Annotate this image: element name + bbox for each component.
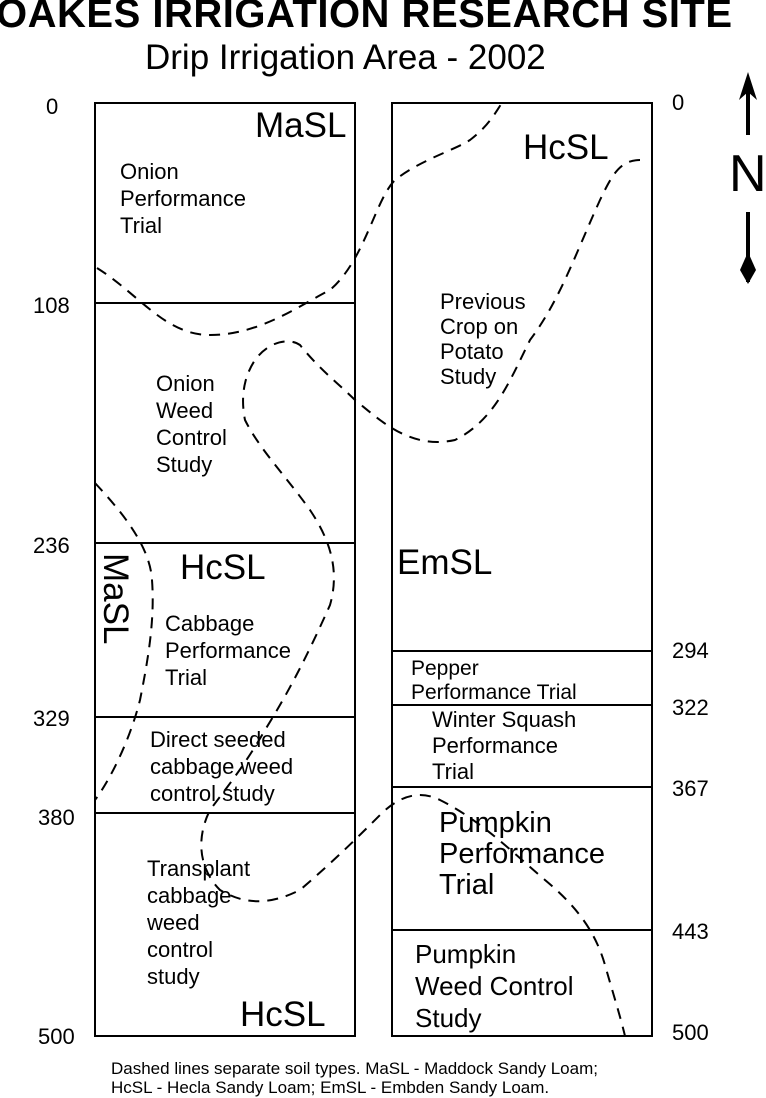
- page-subtitle: Drip Irrigation Area - 2002: [145, 38, 546, 77]
- plot-onion-performance-trial: Onion Performance Trial: [120, 159, 246, 238]
- left-tick-0: 0: [46, 94, 59, 119]
- soil-label-emsl: EmSL: [397, 543, 493, 582]
- soil-label-hcsl-left: HcSL: [180, 548, 266, 587]
- plot-winter-squash-performance-trial: Winter Squash Performance Trial: [432, 707, 577, 784]
- left-tick-236: 236: [33, 533, 70, 558]
- plot-pepper-performance-trial: Pepper Performance Trial: [411, 657, 577, 704]
- soil-label-masl-vertical: MaSL: [96, 553, 135, 645]
- plot-direct-seeded-cabbage: Direct seeded cabbage weed control study: [150, 727, 294, 806]
- right-column-outline: [391, 102, 653, 1037]
- soil-label-hcsl-bottom: HcSL: [240, 995, 326, 1034]
- soil-label-masl-top: MaSL: [255, 106, 347, 145]
- right-tick-322: 322: [672, 695, 709, 720]
- left-tick-329: 329: [33, 706, 70, 731]
- north-arrow-icon: [739, 72, 757, 284]
- left-tick-380: 380: [38, 805, 75, 830]
- left-column-outline: [94, 102, 356, 1037]
- plot-pumpkin-weed-control-study: Pumpkin Weed Control Study: [415, 939, 574, 1033]
- right-tick-0: 0: [672, 90, 685, 115]
- right-tick-367: 367: [672, 776, 709, 801]
- plot-previous-crop-on-potato: Previous Crop on Potato Study: [440, 289, 526, 389]
- plot-cabbage-performance-trial: Cabbage Performance Trial: [165, 611, 291, 690]
- soil-label-hcsl-right: HcSL: [523, 128, 609, 167]
- soil-boundary-masl-left: [94, 482, 154, 801]
- left-tick-500: 500: [38, 1024, 75, 1049]
- plot-onion-weed-control-study: Onion Weed Control Study: [156, 371, 227, 477]
- page-title: OAKES IRRIGATION RESEARCH SITE: [0, 0, 733, 36]
- plot-transplant-cabbage: Transplant cabbage weed control study: [147, 856, 251, 989]
- soil-boundary-top: [96, 102, 503, 337]
- footnote: Dashed lines separate soil types. MaSL -…: [111, 1059, 598, 1097]
- plot-pumpkin-performance-trial: Pumpkin Performance Trial: [439, 807, 606, 901]
- left-tick-108: 108: [33, 293, 70, 318]
- right-tick-294: 294: [672, 638, 709, 663]
- soil-boundary-emsl: [200, 159, 641, 1037]
- north-label: N: [729, 145, 766, 203]
- right-tick-443: 443: [672, 919, 709, 944]
- right-tick-500: 500: [672, 1020, 709, 1045]
